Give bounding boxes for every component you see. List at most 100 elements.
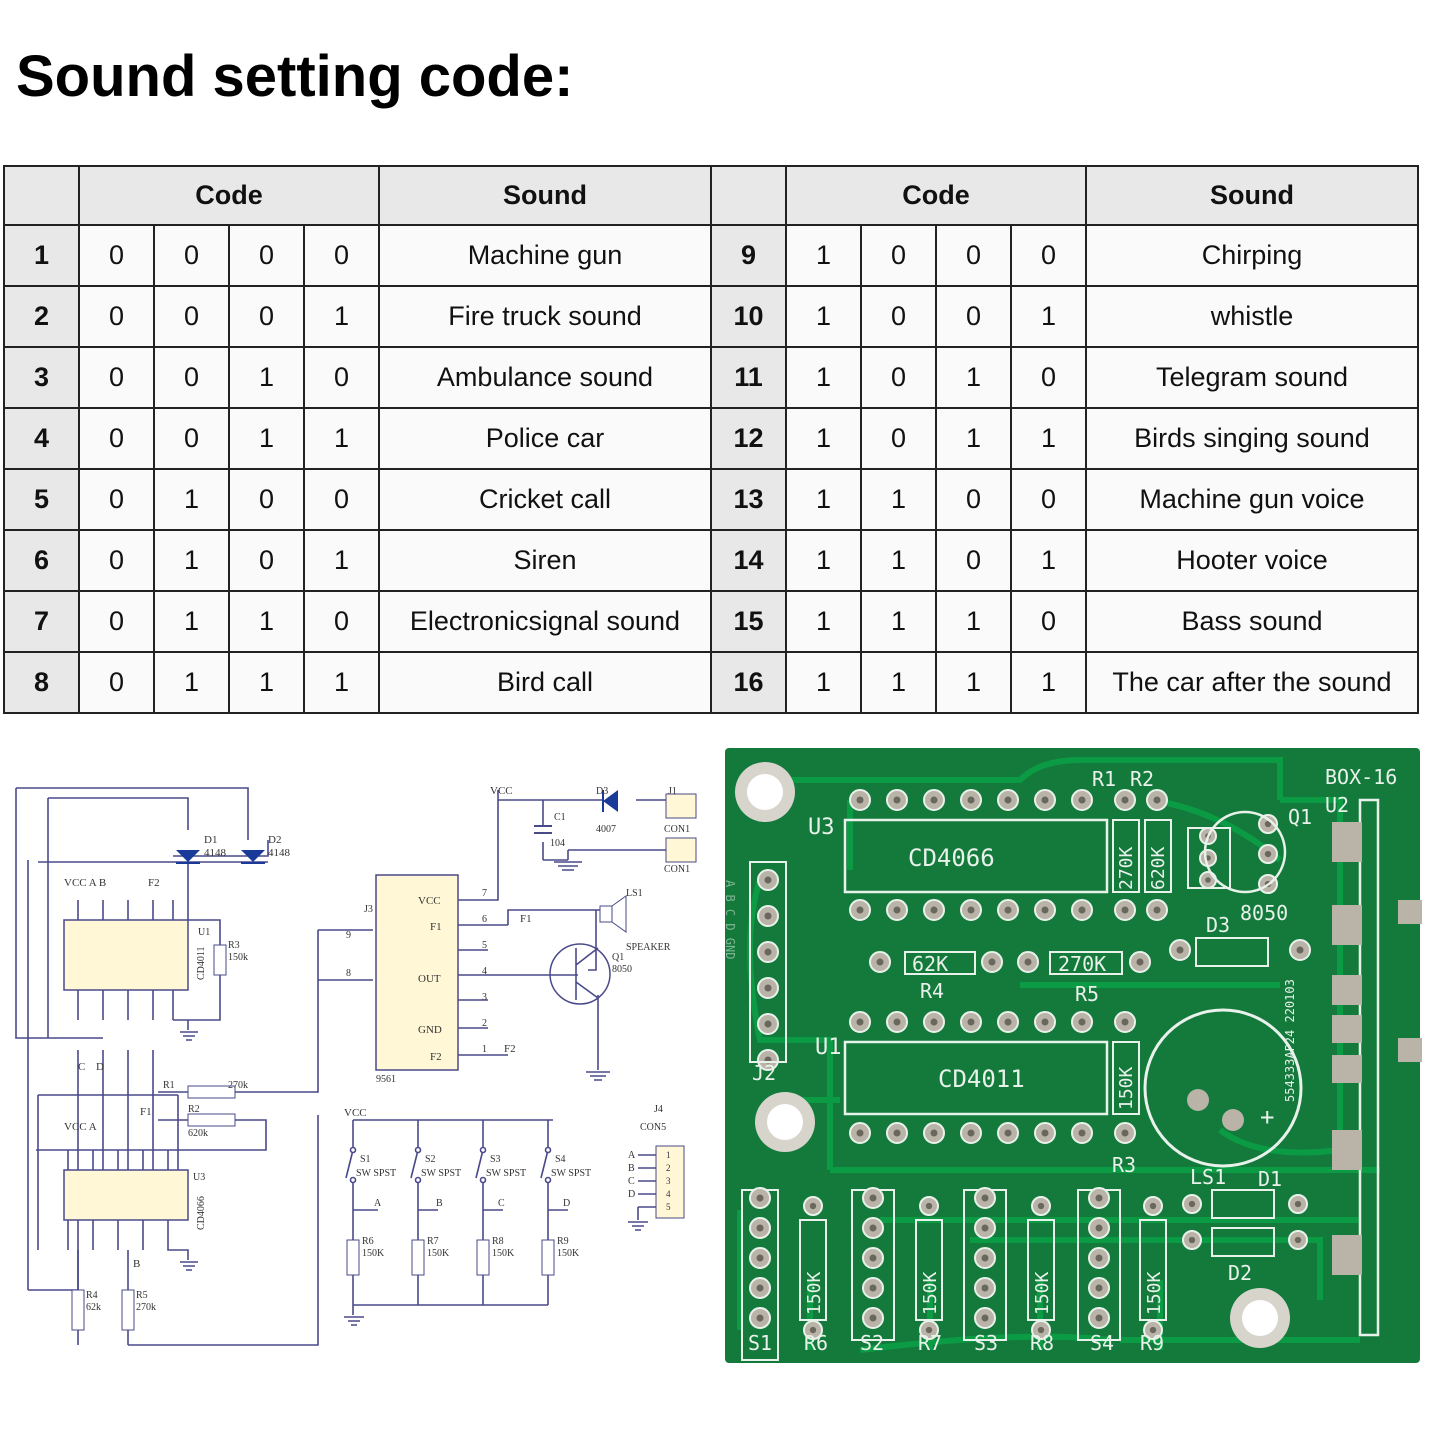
r2-outline — [1144, 819, 1172, 893]
j4-label: J4 — [654, 1104, 663, 1115]
code-bit-cell: 1 — [935, 651, 1012, 714]
ls1-label: LS1 — [626, 888, 643, 899]
pcb-j2-label: J2 — [752, 1061, 776, 1085]
pad-hole — [981, 1194, 989, 1202]
code-bit-cell: 0 — [153, 224, 230, 287]
f1-label-left: F1 — [140, 1106, 152, 1118]
con5-label: CON5 — [640, 1122, 666, 1133]
u1-designator: U1 — [198, 927, 210, 938]
pad-hole — [1294, 1236, 1302, 1244]
pcb-d3-label: D3 — [1206, 913, 1230, 937]
d2-label: D2 — [268, 834, 281, 846]
code-bit-cell: 1 — [785, 468, 862, 531]
u3-pin-label: VCC A — [64, 1121, 97, 1133]
pad-hole — [1095, 1284, 1103, 1292]
pad-hole — [1041, 1018, 1049, 1026]
d1-value: 4148 — [204, 847, 227, 859]
row-index: 11 — [710, 346, 787, 409]
c-label: C — [78, 1061, 85, 1073]
pin-9: 9 — [346, 930, 351, 941]
pin-5: 5 — [482, 940, 487, 951]
pad-hole — [1095, 1224, 1103, 1232]
pad-hole — [1041, 906, 1049, 914]
pad-hole — [1004, 796, 1012, 804]
pcb-switch-label: S2 — [860, 1331, 884, 1355]
pad-hole — [1004, 1018, 1012, 1026]
pcb-speaker-text: 554333AP24 220103 — [1283, 979, 1297, 1102]
pcb-switch-label: R9 — [1140, 1331, 1164, 1355]
row-index: 9 — [710, 224, 787, 287]
c1-value: 104 — [550, 838, 565, 849]
code-bit-cell: 1 — [228, 407, 305, 470]
j3-label: J3 — [364, 904, 373, 915]
vcc-label: VCC — [490, 785, 513, 797]
pcb-r3-label: R3 — [1112, 1153, 1136, 1177]
r4-resistor — [71, 1289, 85, 1331]
r1-outline — [1112, 819, 1140, 893]
f2-label-top: F2 — [148, 877, 160, 889]
row-index: 3 — [3, 346, 80, 409]
header-code-left: Code — [78, 165, 380, 226]
pcb-chip-bottom: CD4011 — [938, 1065, 1025, 1093]
sound-name-cell: Hooter voice — [1085, 529, 1419, 592]
pad-hole — [893, 796, 901, 804]
code-bit-cell: 0 — [228, 224, 305, 287]
j4-pin-number: 1 — [666, 1150, 671, 1160]
con1-label-2: CON1 — [664, 864, 690, 875]
con1-label: CON1 — [664, 824, 690, 835]
r5-resistor — [121, 1289, 135, 1331]
pad-hole — [981, 1284, 989, 1292]
pad-hole — [1188, 1236, 1196, 1244]
transistor-q1 — [549, 943, 611, 1005]
pcb-d2-label: D2 — [1228, 1261, 1252, 1285]
pcb-r9-value: 150K — [1144, 1271, 1165, 1315]
sound-chip-body — [375, 874, 459, 1071]
pin-4: 4 — [482, 966, 487, 977]
d-label: D — [96, 1061, 104, 1073]
s3-label: S3 — [490, 1154, 501, 1165]
pad-hole — [1095, 1254, 1103, 1262]
r2-value: 620k — [188, 1128, 208, 1139]
code-bit-cell: 0 — [78, 590, 155, 653]
sound-name-cell: The car after the sound — [1085, 651, 1419, 714]
pad-hole — [1205, 877, 1211, 883]
pcb-switch-label: R7 — [918, 1331, 942, 1355]
code-bit-cell: 1 — [1010, 651, 1087, 714]
code-bit-cell: 0 — [78, 529, 155, 592]
q1-footprint — [1187, 827, 1231, 889]
d1-outline — [1211, 1189, 1275, 1219]
u1-outline — [843, 1040, 1109, 1116]
vcc-switch-label: VCC — [344, 1107, 367, 1119]
pad-hole — [1176, 946, 1184, 954]
row-index: 16 — [710, 651, 787, 714]
sound-name-cell: Ambulance sound — [378, 346, 712, 409]
pcb-q1-value: 8050 — [1240, 901, 1288, 925]
pad-hole — [967, 1018, 975, 1026]
pad-hole — [930, 1129, 938, 1137]
pad-hole — [869, 1224, 877, 1232]
r5-label: R5 — [136, 1290, 148, 1301]
code-bit-cell: 1 — [860, 468, 937, 531]
pad-hole — [1188, 1200, 1196, 1208]
code-bit-cell: 1 — [860, 590, 937, 653]
s2-type: SW SPST — [421, 1168, 461, 1179]
pad-hole — [1149, 1202, 1157, 1210]
j4-pin-number: 4 — [666, 1189, 671, 1199]
pad-hole — [1153, 906, 1161, 914]
code-bit-cell: 0 — [78, 407, 155, 470]
pcb-ls1-label: LS1 — [1190, 1165, 1226, 1189]
j1-block — [665, 793, 697, 819]
code-bit-cell: 0 — [78, 651, 155, 714]
code-bit-cell: 1 — [785, 285, 862, 348]
r3-outline — [1112, 1041, 1140, 1115]
j4-pin-letter: D — [628, 1189, 635, 1200]
r4-value: 62k — [86, 1302, 101, 1313]
u3-outline — [843, 818, 1109, 894]
s1-label: S1 — [360, 1154, 371, 1165]
pad-hole — [893, 906, 901, 914]
code-bit-cell: 0 — [303, 224, 380, 287]
r8-resistor — [476, 1239, 490, 1276]
sound-name-cell: Telegram sound — [1085, 346, 1419, 409]
pcb-u3-label: U3 — [808, 815, 835, 840]
